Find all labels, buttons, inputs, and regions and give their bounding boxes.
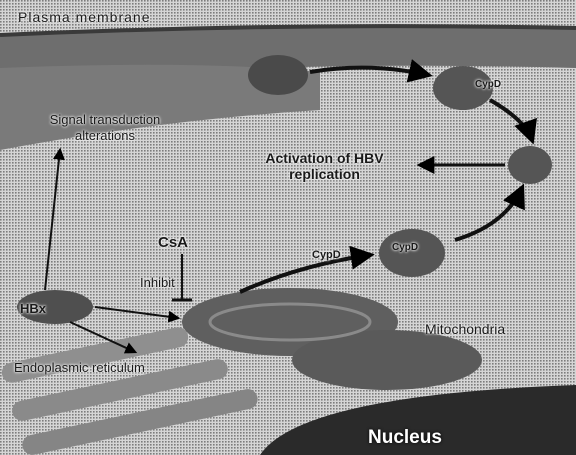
cypd-top-label: CypD [475, 80, 501, 90]
mitochondria-label: Mitochondria [425, 322, 505, 336]
cypd-mid-protein [508, 146, 552, 184]
membrane-cypd-protein [248, 55, 308, 95]
cypd-right-protein [379, 229, 445, 277]
hbx-label: HBx [20, 302, 46, 315]
signal-transduction-label: Signal transduction alterations [30, 112, 180, 144]
activation-label: Activation of HBV replication [232, 150, 417, 182]
plasma-membrane-label: Plasma membrane [18, 10, 151, 24]
inhibit-label: Inhibit [140, 276, 175, 289]
cypd-mid-label: CypD [312, 250, 341, 261]
csa-label: CsA [158, 235, 188, 250]
er-label: Endoplasmic reticulum [14, 360, 184, 375]
nucleus-label: Nucleus [368, 428, 442, 447]
cypd-right-label: CypD [392, 243, 418, 253]
